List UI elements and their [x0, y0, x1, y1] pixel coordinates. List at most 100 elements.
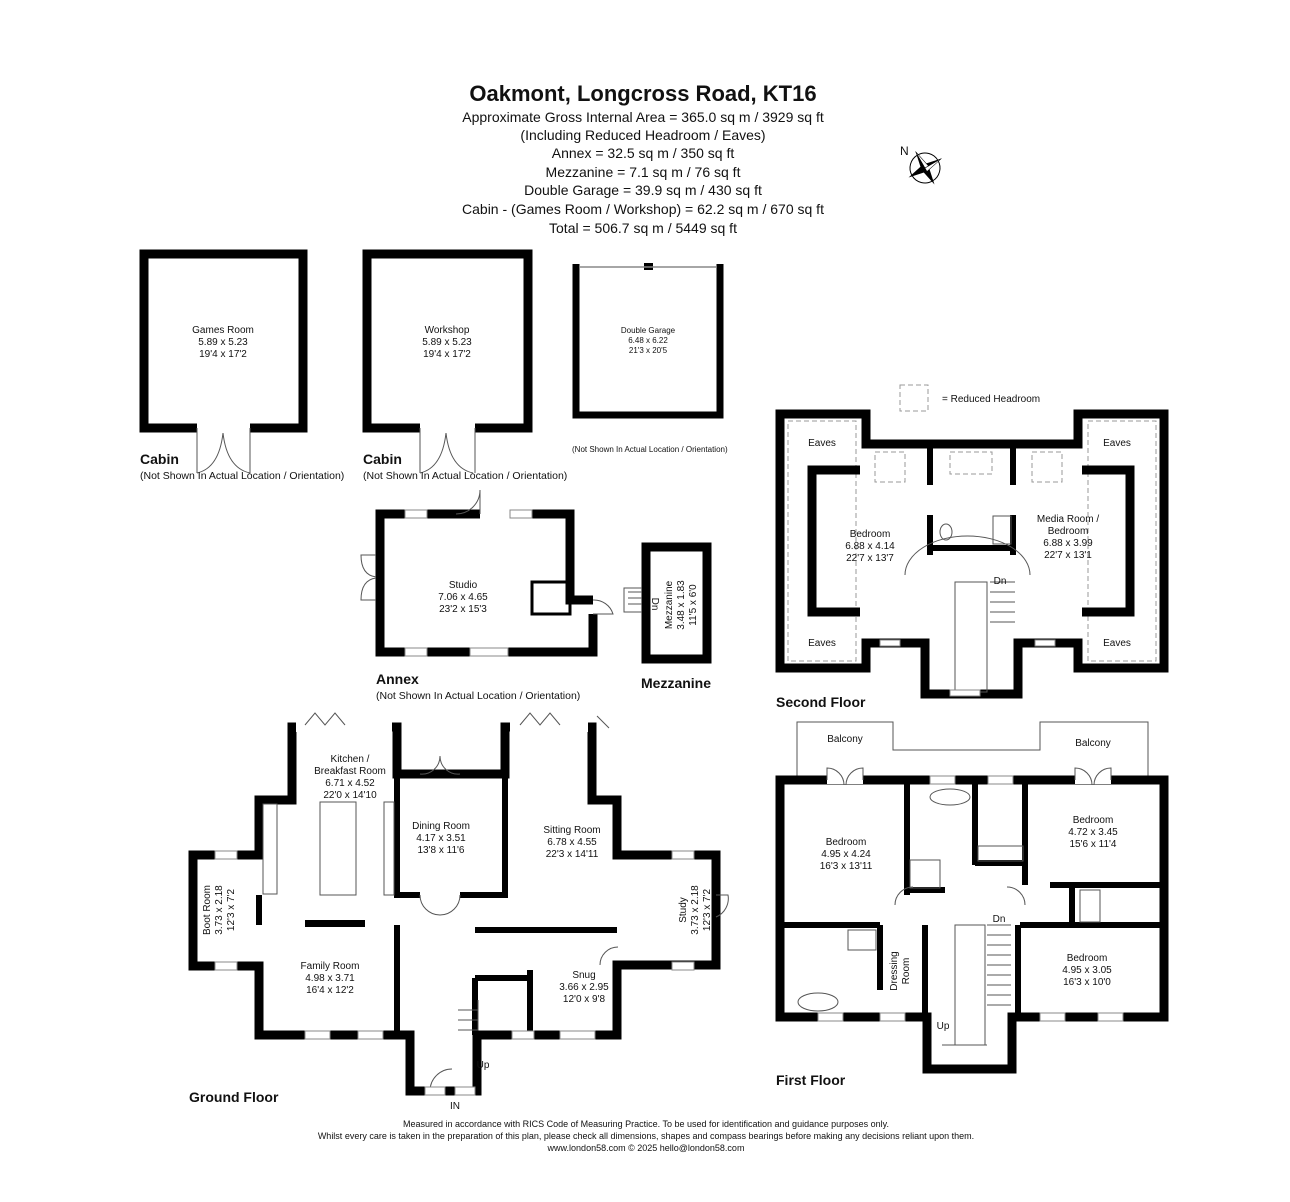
room-name: Boot Room [202, 885, 213, 935]
room-imperial: 16'3 x 13'11 [820, 861, 873, 872]
room-imperial: 22'7 x 13'7 [846, 553, 894, 564]
eaves-label: Eaves [1103, 638, 1131, 649]
room-name: Kitchen / [331, 754, 370, 765]
room-imperial: 22'7 x 13'1 [1044, 550, 1092, 561]
area-line: Cabin - (Games Room / Workshop) = 62.2 s… [462, 201, 824, 217]
room-imperial: 16'4 x 12'2 [306, 985, 354, 996]
location-note: (Not Shown In Actual Location / Orientat… [363, 470, 567, 482]
entrance-label: IN [450, 1101, 460, 1112]
room-name: Bedroom [826, 837, 867, 848]
area-line: Total = 506.7 sq m / 5449 sq ft [549, 220, 737, 236]
room-metric: 4.17 x 3.51 [416, 833, 466, 844]
room-imperial: 23'2 x 15'3 [439, 604, 487, 615]
room-imperial: 22'3 x 14'11 [546, 849, 599, 860]
cabin-label: Cabin [140, 451, 179, 467]
room-metric: 4.95 x 4.24 [821, 849, 871, 860]
room-metric: 5.89 x 5.23 [198, 337, 248, 348]
room-name: Workshop [425, 325, 470, 336]
room-name: Breakfast Room [314, 766, 386, 777]
room-metric: 6.88 x 4.14 [845, 541, 895, 552]
room-name: Double Garage [621, 326, 676, 335]
balcony-label: Balcony [827, 734, 863, 745]
plan-title: Oakmont, Longcross Road, KT16 [469, 81, 816, 106]
room-metric: 6.48 x 6.22 [628, 336, 668, 345]
cabin-games-room: Games Room 5.89 x 5.23 19'4 x 17'2 Cabin… [139, 249, 344, 482]
area-line: Mezzanine = 7.1 sq m / 76 sq ft [546, 164, 741, 180]
room-imperial: 12'0 x 9'8 [563, 994, 606, 1005]
room-metric: 4.95 x 3.05 [1062, 965, 1112, 976]
stair-dn-label: Dn [994, 576, 1007, 587]
cabin-workshop: Workshop 5.89 x 5.23 19'4 x 17'2 Cabin (… [362, 249, 567, 482]
stair-up-label: Up [937, 1021, 950, 1032]
room-imperial: 12'3 x 7'2 [702, 888, 713, 931]
room-imperial: 21'3 x 20'5 [629, 346, 668, 355]
room-metric: 5.89 x 5.23 [422, 337, 472, 348]
mezzanine: Dn Mezzanine 3.48 x 1.83 11'5 x 6'0 Mezz… [623, 542, 712, 691]
double-garage: Double Garage 6.48 x 6.22 21'3 x 20'5 (N… [572, 263, 728, 454]
stair-up-label: Up [477, 1060, 490, 1071]
room-name: Family Room [301, 961, 360, 972]
reduced-headroom-legend: = Reduced Headroom [899, 384, 1040, 412]
room-metric: 6.71 x 4.52 [325, 778, 375, 789]
room-imperial: 19'4 x 17'2 [423, 349, 471, 360]
location-note: (Not Shown In Actual Location / Orientat… [376, 690, 580, 702]
disclaimer-line: Whilst every care is taken in the prepar… [318, 1131, 974, 1141]
legend-text: = Reduced Headroom [942, 394, 1040, 405]
room-name: Dressing [889, 951, 900, 990]
room-name: Room [901, 958, 912, 985]
room-name: Bedroom [1048, 526, 1089, 537]
room-metric: 3.73 x 2.18 [690, 885, 701, 935]
stair-dn-label: Dn [993, 914, 1006, 925]
compass-north-label: N [900, 144, 909, 158]
room-imperial: 15'6 x 11'4 [1069, 839, 1116, 850]
floor-label: First Floor [776, 1072, 846, 1088]
area-line: Double Garage = 39.9 sq m / 430 sq ft [524, 182, 762, 198]
room-metric: 6.78 x 4.55 [547, 837, 597, 848]
room-name: Games Room [192, 325, 254, 336]
location-note: (Not Shown In Actual Location / Orientat… [572, 445, 728, 454]
ground-floor: Kitchen / Breakfast Room 6.71 x 4.52 22'… [188, 712, 729, 1112]
room-imperial: 16'3 x 10'0 [1063, 977, 1111, 988]
mezzanine-label: Mezzanine [641, 675, 711, 691]
plan-header: Oakmont, Longcross Road, KT16 Approximat… [462, 81, 824, 236]
eaves-label: Eaves [808, 438, 836, 449]
compass-icon [908, 151, 942, 185]
location-note: (Not Shown In Actual Location / Orientat… [140, 470, 344, 482]
room-metric: 3.73 x 2.18 [214, 885, 225, 935]
contact-line: www.london58.com © 2025 hello@london58.c… [547, 1143, 745, 1153]
eaves-label: Eaves [1103, 438, 1131, 449]
room-name: Media Room / [1037, 514, 1099, 525]
first-floor: Balcony Balcony Bedroom 4.95 x 4.24 16'3… [775, 721, 1169, 1088]
room-name: Mezzanine [664, 580, 675, 629]
floor-label: Ground Floor [189, 1089, 279, 1105]
eaves-label: Eaves [808, 638, 836, 649]
room-metric: 3.66 x 2.95 [559, 982, 609, 993]
floor-label: Second Floor [776, 694, 866, 710]
annex: Studio 7.06 x 4.65 23'2 x 15'3 Annex (No… [360, 489, 614, 702]
room-name: Bedroom [1067, 953, 1108, 964]
room-name: Sitting Room [543, 825, 600, 836]
room-name: Study [678, 897, 689, 923]
room-metric: 7.06 x 4.65 [438, 592, 488, 603]
room-metric: 3.48 x 1.83 [676, 580, 687, 630]
area-line: (Including Reduced Headroom / Eaves) [520, 127, 765, 143]
room-metric: 4.98 x 3.71 [305, 973, 355, 984]
room-name: Dining Room [412, 821, 470, 832]
stair-dn-label: Dn [649, 598, 660, 611]
area-line: Annex = 32.5 sq m / 350 sq ft [552, 145, 735, 161]
room-imperial: 19'4 x 17'2 [199, 349, 247, 360]
room-metric: 4.72 x 3.45 [1068, 827, 1118, 838]
room-name: Bedroom [1073, 815, 1114, 826]
plan-footer: Measured in accordance with RICS Code of… [318, 1119, 974, 1153]
balcony-label: Balcony [1075, 738, 1111, 749]
area-line: Approximate Gross Internal Area = 365.0 … [462, 109, 824, 125]
room-imperial: 11'5 x 6'0 [688, 584, 699, 626]
room-name: Snug [572, 970, 595, 981]
room-metric: 6.88 x 3.99 [1043, 538, 1093, 549]
second-floor: Eaves Eaves Eaves Eaves Bedroom 6.88 x 4… [775, 409, 1169, 710]
room-imperial: 22'0 x 14'10 [323, 790, 377, 801]
annex-label: Annex [376, 671, 419, 687]
room-imperial: 12'3 x 7'2 [226, 888, 237, 931]
room-name: Studio [449, 580, 478, 591]
